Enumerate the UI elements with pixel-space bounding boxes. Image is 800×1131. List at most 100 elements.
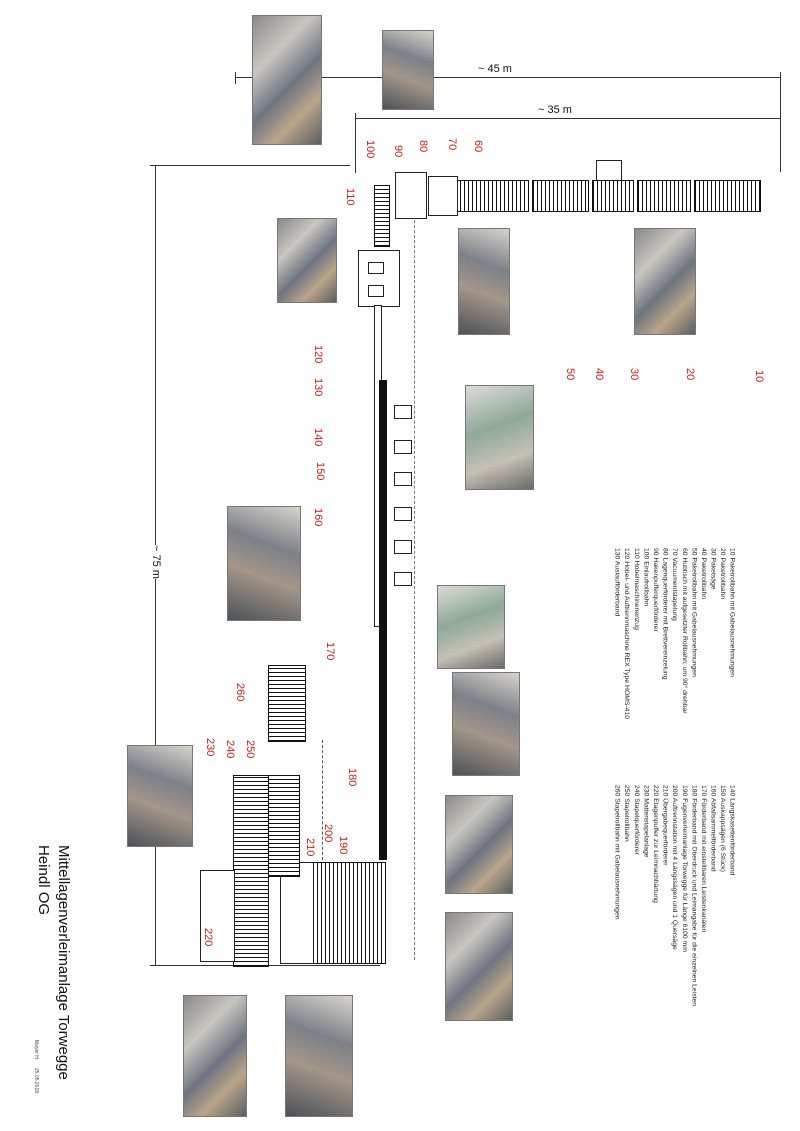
photo — [227, 506, 301, 621]
legend-item: 250 Stapelrollbahn — [623, 785, 631, 842]
dimension-tick — [780, 72, 781, 172]
legend-item: 80 Lagenquerförderer mit Brettvereinzelu… — [661, 548, 669, 680]
label-160: 160 — [312, 508, 324, 527]
label-110: 110 — [344, 188, 356, 206]
label-250: 250 — [244, 740, 256, 759]
dimension-45m: ~ 45 m — [478, 63, 512, 75]
date: 25.05.2018 — [33, 1068, 39, 1094]
photo — [452, 672, 520, 776]
cutoff-saw — [394, 472, 412, 486]
photo — [465, 385, 534, 490]
label-230: 230 — [204, 738, 216, 757]
legend-item: 170 Förderband mit einstellbaren Leisten… — [699, 785, 707, 933]
label-240: 240 — [224, 740, 236, 759]
label-40: 40 — [593, 368, 605, 381]
legend-item: 160 Abfallsammelförderband — [709, 785, 717, 872]
cutoff-saw — [394, 405, 412, 419]
legend-item: 30 Paketsäge — [709, 548, 717, 590]
title-line-1: Mittellagenverleimanlage Torwegge — [55, 845, 72, 1080]
legend-item: 200 Auftrennstation mit 4 Längssägen und… — [671, 785, 679, 950]
dimension-tick — [150, 165, 350, 166]
cutoff-saw — [394, 540, 412, 554]
legend-item: 50 Paketrollbahn mit Gabelausnehmungen — [690, 548, 698, 677]
label-170: 170 — [324, 642, 336, 661]
infeed-100-110 — [374, 185, 390, 247]
conveyor-10 — [694, 180, 761, 212]
guide-line — [322, 740, 323, 860]
legend-item: 240 Stapelquerförderer — [632, 785, 640, 855]
dimension-tick — [235, 72, 236, 84]
legend-item: 130 Auslaufförderband — [613, 548, 621, 617]
label-50: 50 — [564, 368, 576, 381]
cutoff-saw — [394, 440, 412, 454]
conveyor-20 — [637, 180, 691, 212]
legend-item: 260 Stapelrollbahn mit Gabelausnehmungen — [613, 785, 621, 920]
label-130: 130 — [312, 378, 324, 397]
planer-120 — [358, 250, 400, 307]
legend-2: 140 Längskasettenförderband 150 Auskapps… — [612, 785, 737, 1025]
title-block: Mittellagenverleimanlage Torwegge Heindl… — [33, 845, 73, 1080]
legend-item: 70 Vacuumentstapelung — [671, 548, 679, 621]
legend-item: 60 Hubtisch mit aufgesetzter Rollbahn; u… — [680, 548, 688, 714]
label-60: 60 — [472, 140, 484, 153]
photo — [285, 995, 353, 1117]
station-200-210 — [280, 862, 314, 964]
label-10: 10 — [753, 370, 765, 383]
photo — [437, 585, 505, 669]
saw-30-table — [592, 180, 634, 212]
photo — [445, 912, 513, 1021]
axis-line — [414, 175, 415, 960]
legend-item: 150 Auskappsägen (6 Stück) — [719, 785, 727, 872]
lift-table-60 — [428, 176, 458, 216]
photo — [445, 795, 513, 894]
legend-item: 210 Übergabequerförderer — [661, 785, 669, 866]
stack-conveyor-250 — [268, 775, 300, 877]
dimension-tick — [355, 113, 356, 173]
photo — [458, 228, 510, 335]
author: Mayer H. — [33, 1040, 39, 1061]
photo — [183, 995, 247, 1117]
dimension-75m: ~ 75 m — [150, 545, 162, 579]
label-140: 140 — [312, 428, 324, 447]
photo — [382, 30, 434, 110]
dimension-line-45m — [235, 77, 780, 78]
label-20: 20 — [684, 368, 696, 381]
legend-item: 230 Mattenstapelanlage — [642, 785, 650, 858]
stack-conveyor-260 — [268, 665, 306, 742]
dimension-line-35m — [355, 118, 780, 119]
planer-part — [368, 285, 384, 297]
title-line-2: Heindl OG — [35, 845, 52, 916]
cross-conveyor-80 — [395, 172, 427, 219]
photo — [127, 745, 193, 847]
photo — [252, 15, 322, 145]
legend-item: 100 Einlaufrollbahn — [642, 548, 650, 607]
label-100: 100 — [364, 140, 376, 159]
label-200: 200 — [322, 824, 334, 843]
legend-item: 110 Hobelmaschinenenzug — [632, 548, 640, 630]
buffer-220 — [200, 870, 235, 962]
photo — [277, 218, 337, 303]
label-80: 80 — [417, 140, 429, 153]
legend-item: 20 Paketrollbahn — [719, 548, 727, 600]
legend-item: 180 Förderband mit Oberdruck und Leimang… — [690, 785, 698, 1007]
legend-item: 90 Hakenpufferquerförderer — [651, 548, 659, 632]
label-180: 180 — [346, 768, 358, 787]
legend-1: 10 Paketrollbahn mit Gabelausnehmungen 2… — [612, 548, 737, 748]
dimension-35m: ~ 35 m — [538, 104, 572, 116]
label-220: 220 — [202, 928, 214, 947]
saw-30 — [596, 160, 622, 182]
legend-item: 10 Paketrollbahn mit Gabelausnehmungen — [728, 548, 736, 677]
planer-part — [368, 262, 384, 274]
label-30: 30 — [628, 368, 640, 381]
label-90: 90 — [392, 145, 404, 158]
label-210: 210 — [304, 838, 316, 857]
label-260: 260 — [234, 683, 246, 702]
label-150: 150 — [314, 462, 326, 481]
label-120: 120 — [312, 345, 324, 364]
conveyor-50 — [455, 180, 529, 212]
legend-item: 140 Längskasettenförderband — [728, 785, 736, 876]
legend-item: 220 Etagenpuffer zur Leimnachhärtung — [651, 785, 659, 903]
label-70: 70 — [446, 138, 458, 151]
cutoff-saw — [394, 507, 412, 521]
cutoff-saw — [394, 572, 412, 586]
